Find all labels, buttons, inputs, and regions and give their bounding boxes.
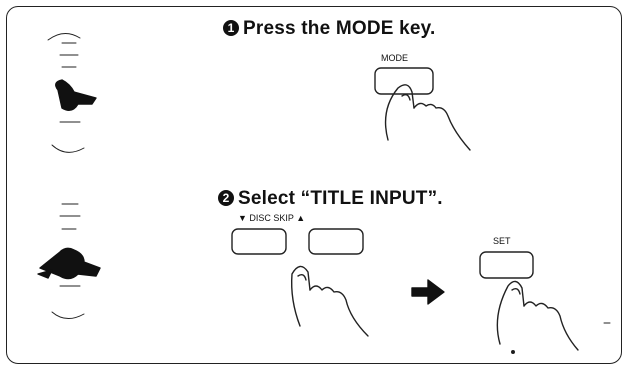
mode-key [374, 67, 434, 95]
pointing-hand-icon [384, 84, 471, 151]
step-1-number: 1 [223, 20, 239, 36]
pointing-hand-icon [496, 280, 579, 351]
remote-control-icon [51, 203, 85, 319]
pointing-hand-icon [55, 79, 97, 111]
step-2-number: 2 [218, 190, 234, 206]
disc-skip-up-key [308, 228, 364, 255]
set-key [479, 251, 534, 279]
instruction-frame [6, 6, 622, 364]
remote-control-icon [47, 33, 85, 153]
mode-key-label: MODE [381, 53, 408, 63]
set-key-label: SET [493, 236, 511, 246]
pointing-hand-icon [290, 265, 369, 337]
pointing-hand-icon [37, 247, 101, 280]
step-2-text: Select “TITLE INPUT”. [238, 188, 443, 209]
step-1-text: Press the MODE key. [243, 18, 436, 39]
arrow-right-icon [411, 279, 445, 305]
disc-skip-key-label: ▼ DISC SKIP ▲ [238, 213, 306, 223]
disc-skip-down-key [231, 228, 287, 255]
